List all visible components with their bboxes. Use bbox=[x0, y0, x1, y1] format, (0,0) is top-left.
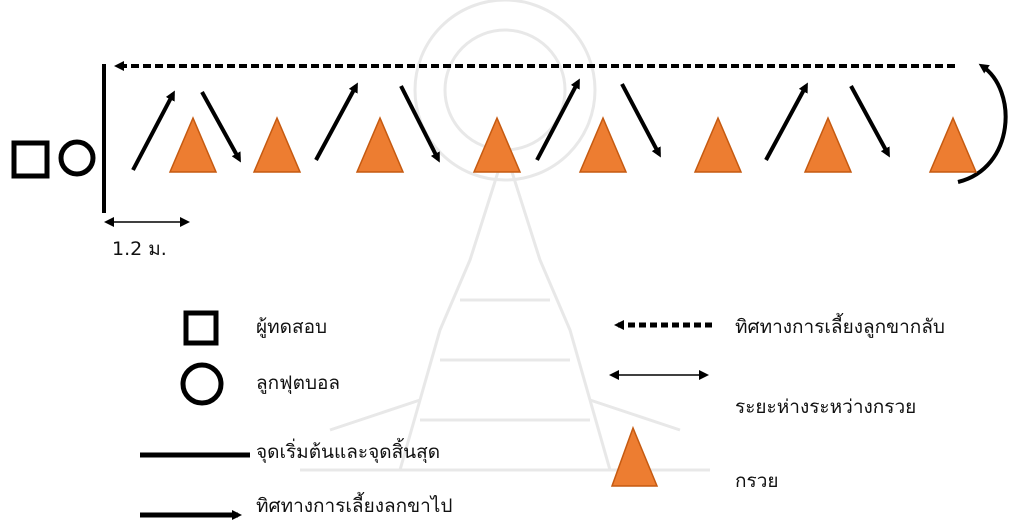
dribble-out-arrow-8 bbox=[849, 85, 890, 158]
legend-cone-label: กรวย bbox=[735, 470, 779, 492]
cone-8 bbox=[928, 116, 978, 173]
legend-ball-circle bbox=[180, 362, 224, 406]
ball-circle bbox=[58, 139, 96, 177]
dribble-out-arrow-5 bbox=[535, 78, 580, 161]
cone-1 bbox=[168, 116, 218, 173]
cone-3 bbox=[355, 116, 405, 173]
dribble-out-arrow-1 bbox=[131, 90, 175, 171]
cone-2 bbox=[252, 116, 302, 173]
dribble-out-arrow-4 bbox=[399, 85, 440, 163]
dribble-out-arrow-6 bbox=[620, 83, 661, 158]
dribble-out-arrow-2 bbox=[200, 91, 241, 163]
cone-7 bbox=[803, 116, 853, 173]
legend-dribble-back-label: ทิศทางการเลี้ยงลูกขากลับ bbox=[735, 316, 945, 338]
cones-row bbox=[168, 116, 978, 173]
cone-5 bbox=[578, 116, 628, 173]
legend-cone-spacing-label: ระยะห่างระหว่างกรวย bbox=[735, 396, 917, 418]
legend-cone-icon bbox=[610, 425, 659, 487]
tester-square bbox=[11, 140, 50, 179]
legend-tester-square bbox=[183, 310, 219, 346]
watermark-emblem bbox=[300, 0, 710, 472]
dribble-out-arrows bbox=[131, 78, 890, 171]
dribble-out-arrow-3 bbox=[314, 82, 358, 161]
legend-ball-label: ลูกฟุตบอล bbox=[256, 372, 341, 394]
dribble-out-arrow-7 bbox=[764, 82, 808, 161]
legend-start-finish-label: จุดเริ่มต้นและจุดสิ้นสุด bbox=[256, 441, 441, 463]
legend-tester-label: ผู้ทดสอบ bbox=[256, 316, 328, 338]
cone-6 bbox=[693, 116, 743, 173]
legend-dribble-out-label: ทิศทางการเลี้ยงลกขาไป bbox=[256, 495, 453, 517]
cone-4 bbox=[472, 116, 522, 173]
turn-curve-arrow bbox=[957, 63, 1008, 184]
distance-label: 1.2 ม. bbox=[112, 238, 167, 260]
